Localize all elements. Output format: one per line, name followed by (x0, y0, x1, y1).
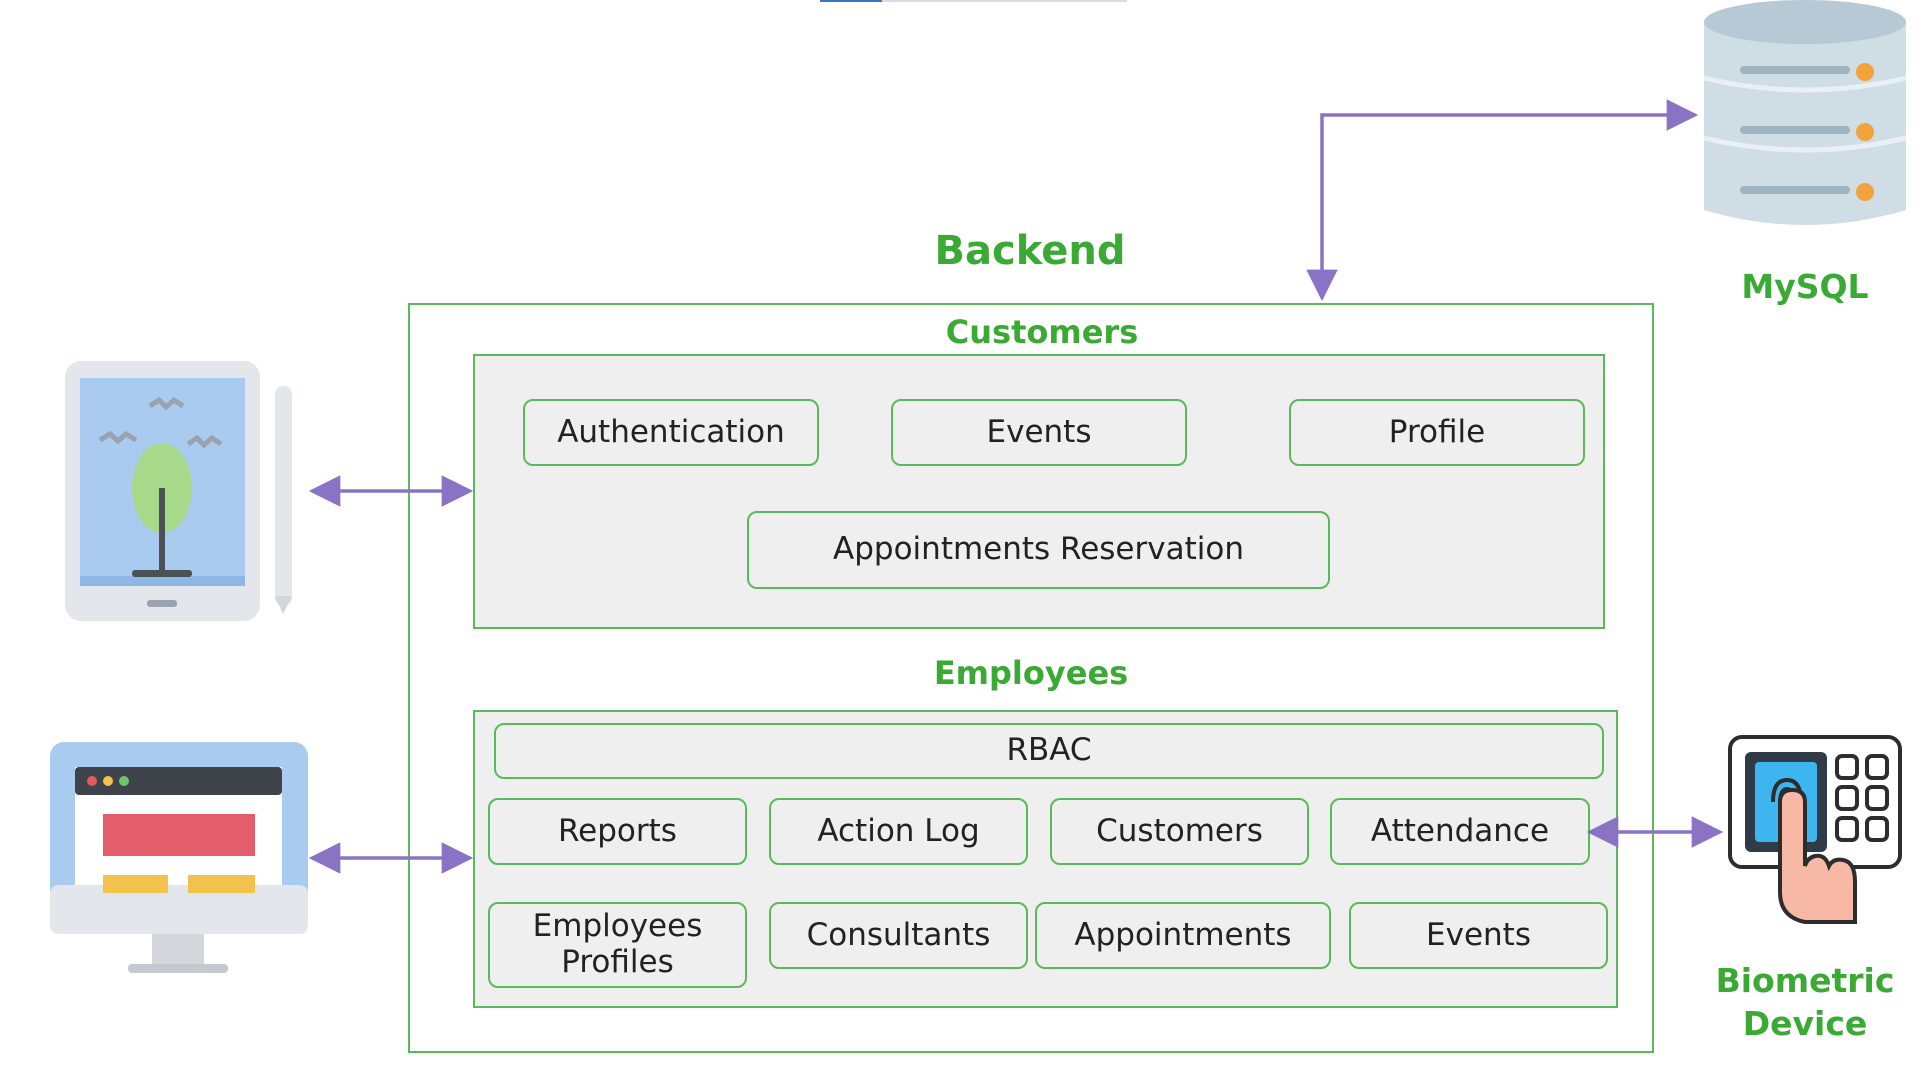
mysql-label: MySQL (1741, 267, 1869, 306)
backend-container (408, 303, 1654, 1053)
customers-section-title: Customers (945, 313, 1139, 351)
employee-customers-module: Customers (1050, 798, 1309, 865)
backend-title: Backend (934, 228, 1126, 274)
database-server-icon (1703, 0, 1907, 225)
appointments-module: Appointments (1035, 902, 1331, 969)
top-edge-fragment-gray (882, 0, 1127, 2)
employee-events-module: Events (1349, 902, 1608, 969)
biometric-device-label: Biometric Device (1715, 961, 1895, 1043)
employees-section-title: Employees (933, 654, 1129, 692)
fingerprint-keypad-icon (1728, 735, 1902, 924)
reports-module: Reports (488, 798, 747, 865)
consultants-module: Consultants (769, 902, 1028, 969)
tablet-icon (65, 361, 292, 621)
database-backend-arrow (1306, 99, 1699, 302)
appointments-reservation-module: Appointments Reservation (747, 511, 1330, 589)
rbac-module: RBAC (494, 723, 1604, 779)
action-log-module: Action Log (769, 798, 1028, 865)
top-edge-fragment-blue (820, 0, 882, 2)
profile-module: Profile (1289, 399, 1585, 466)
attendance-module: Attendance (1330, 798, 1590, 865)
customer-events-module: Events (891, 399, 1187, 466)
employees-profiles-module: Employees Profiles (488, 902, 747, 988)
desktop-monitor-icon (50, 742, 308, 973)
authentication-module: Authentication (523, 399, 819, 466)
